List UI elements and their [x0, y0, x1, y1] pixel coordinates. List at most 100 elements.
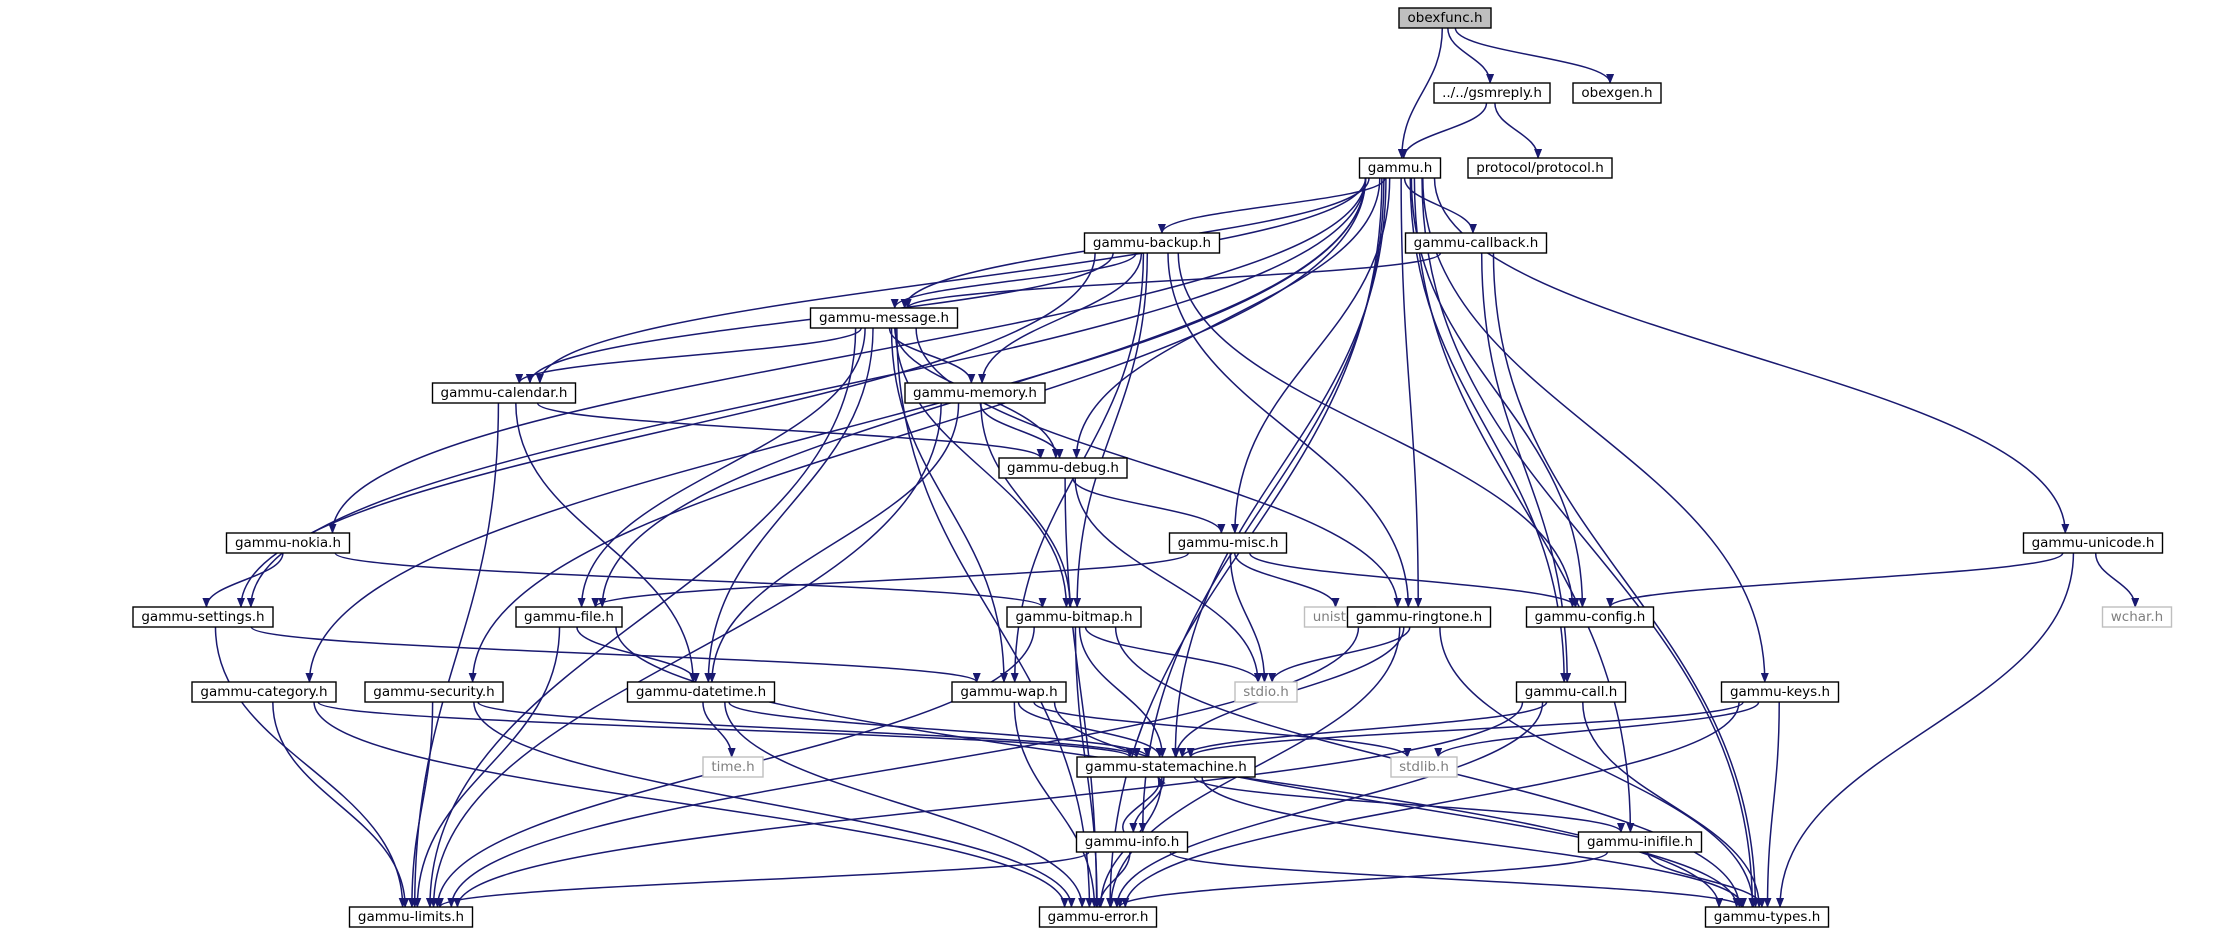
edge-info-to-types [1169, 851, 1746, 908]
node-memory[interactable]: gammu-memory.h [904, 382, 1046, 404]
node-box-config[interactable] [1525, 606, 1655, 628]
node-info[interactable]: gammu-info.h [1075, 831, 1189, 853]
node-label-unicode: gammu-unicode.h [2032, 535, 2155, 551]
node-box-obexgen[interactable] [1572, 82, 1662, 104]
edge-category-to-error [313, 701, 1069, 908]
edge-datetime-to-statemachine [728, 701, 1152, 758]
edge-call-to-statemachine [1178, 701, 1548, 758]
node-box-time [702, 756, 764, 778]
edge-backup-to-ringtone [1167, 252, 1413, 608]
node-box-bitmap[interactable] [1006, 606, 1142, 628]
node-backup[interactable]: gammu-backup.h [1083, 232, 1221, 254]
edge-category-to-statemachine [317, 701, 1134, 758]
node-box-nokia[interactable] [225, 532, 351, 554]
edge-ringtone-to-limits [447, 626, 1360, 908]
node-unicode[interactable]: gammu-unicode.h [2022, 532, 2164, 554]
node-box-file[interactable] [515, 606, 623, 628]
node-label-keys: gammu-keys.h [1730, 684, 1830, 700]
edge-memory-to-datetime [707, 402, 960, 683]
node-box-protocol[interactable] [1467, 157, 1613, 179]
node-box-obexfunc[interactable] [1398, 7, 1492, 29]
node-box-ringtone[interactable] [1346, 606, 1492, 628]
edge-datetime-to-error [724, 701, 1087, 908]
node-bitmap[interactable]: gammu-bitmap.h [1006, 606, 1142, 628]
node-nokia[interactable]: gammu-nokia.h [225, 532, 351, 554]
node-protocol[interactable]: protocol/protocol.h [1467, 157, 1613, 179]
edge-nokia-to-bitmap [334, 552, 1047, 608]
edge-gammu-to-info [1138, 177, 1385, 833]
node-label-message: gammu-message.h [819, 310, 949, 326]
node-gammu[interactable]: gammu.h [1358, 157, 1442, 179]
node-ringtone[interactable]: gammu-ringtone.h [1346, 606, 1492, 628]
edge-misc-to-stdio [1229, 552, 1269, 683]
edge-debug-to-stdio [1074, 477, 1262, 683]
node-box-calendar[interactable] [431, 382, 577, 404]
node-label-file: gammu-file.h [524, 609, 614, 625]
node-security[interactable]: gammu-security.h [364, 681, 504, 703]
edge-ringtone-to-types [1439, 626, 1758, 908]
node-settings[interactable]: gammu-settings.h [132, 606, 274, 628]
node-box-settings[interactable] [132, 606, 274, 628]
edge-unicode-to-types [1776, 552, 2075, 908]
node-stdio: stdio.h [1234, 681, 1298, 703]
node-box-category[interactable] [191, 681, 337, 703]
node-config[interactable]: gammu-config.h [1525, 606, 1655, 628]
edge-gammu-to-nokia [328, 177, 1367, 534]
node-statemachine[interactable]: gammu-statemachine.h [1076, 756, 1256, 778]
node-label-call: gammu-call.h [1525, 684, 1618, 700]
node-box-limits[interactable] [348, 906, 474, 928]
edge-gammu-to-calendar [535, 177, 1367, 384]
node-error[interactable]: gammu-error.h [1038, 906, 1158, 928]
edge-security-to-statemachine [477, 701, 1141, 758]
node-callback[interactable]: gammu-callback.h [1404, 232, 1548, 254]
node-box-unicode[interactable] [2022, 532, 2164, 554]
edge-obexfunc-to-gsmreply [1447, 27, 1495, 84]
node-call[interactable]: gammu-call.h [1515, 681, 1627, 703]
node-obexfunc[interactable]: obexfunc.h [1398, 7, 1492, 29]
edge-keys-to-statemachine [1186, 701, 1744, 758]
node-box-misc[interactable] [1168, 532, 1288, 554]
node-inifile[interactable]: gammu-inifile.h [1577, 831, 1703, 853]
node-datetime[interactable]: gammu-datetime.h [626, 681, 776, 703]
node-misc[interactable]: gammu-misc.h [1168, 532, 1288, 554]
node-box-statemachine[interactable] [1076, 756, 1256, 778]
node-box-stdlib [1390, 756, 1458, 778]
node-box-callback[interactable] [1404, 232, 1548, 254]
edge-inifile-to-types [1646, 851, 1766, 908]
node-message[interactable]: gammu-message.h [809, 307, 959, 329]
node-calendar[interactable]: gammu-calendar.h [431, 382, 577, 404]
node-box-call[interactable] [1515, 681, 1627, 703]
node-category[interactable]: gammu-category.h [191, 681, 337, 703]
node-debug[interactable]: gammu-debug.h [998, 457, 1128, 479]
node-box-debug[interactable] [998, 457, 1128, 479]
node-box-gsmreply[interactable] [1433, 82, 1551, 104]
edge-message-to-datetime [704, 327, 874, 683]
node-box-wap[interactable] [951, 681, 1067, 703]
node-box-types[interactable] [1704, 906, 1830, 928]
node-box-datetime[interactable] [626, 681, 776, 703]
node-box-info[interactable] [1075, 831, 1189, 853]
node-box-inifile[interactable] [1577, 831, 1703, 853]
node-box-backup[interactable] [1083, 232, 1221, 254]
node-obexgen[interactable]: obexgen.h [1572, 82, 1662, 104]
node-file[interactable]: gammu-file.h [515, 606, 623, 628]
edge-misc-to-config [1248, 552, 1580, 608]
node-box-memory[interactable] [904, 382, 1046, 404]
edge-memory-to-limits [429, 402, 942, 908]
node-box-security[interactable] [364, 681, 504, 703]
node-box-gammu[interactable] [1358, 157, 1442, 179]
edge-settings-to-limits [214, 626, 407, 908]
edge-nokia-to-settings [202, 552, 284, 608]
node-types[interactable]: gammu-types.h [1704, 906, 1830, 928]
node-box-message[interactable] [809, 307, 959, 329]
node-label-config: gammu-config.h [1535, 609, 1646, 625]
node-keys[interactable]: gammu-keys.h [1720, 681, 1840, 703]
node-label-wap: gammu-wap.h [960, 684, 1057, 700]
edge-inifile-to-error [1115, 851, 1609, 908]
node-limits[interactable]: gammu-limits.h [348, 906, 474, 928]
node-gsmreply[interactable]: ../../gsmreply.h [1433, 82, 1551, 104]
node-box-keys[interactable] [1720, 681, 1840, 703]
edge-calendar-to-limits [410, 402, 500, 908]
node-wap[interactable]: gammu-wap.h [951, 681, 1067, 703]
node-box-error[interactable] [1038, 906, 1158, 928]
